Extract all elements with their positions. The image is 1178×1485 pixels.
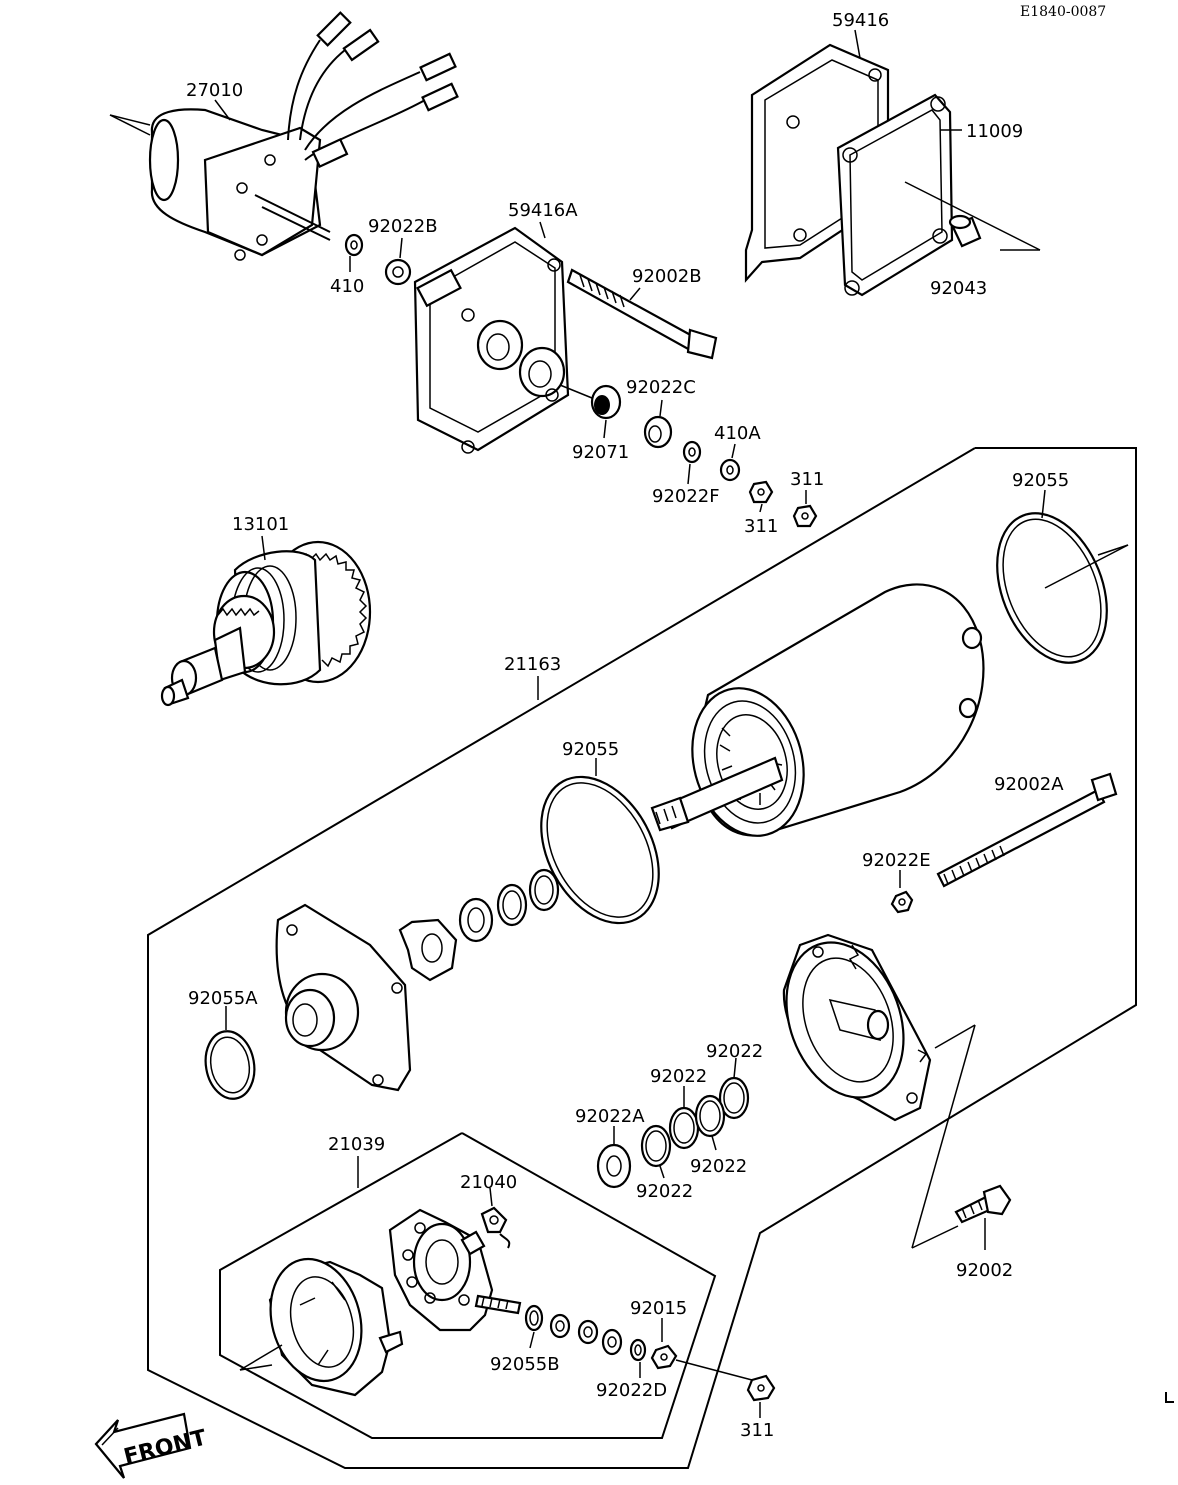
label-92055-a: 92055 bbox=[1012, 470, 1069, 491]
o-ring-92055-a bbox=[996, 512, 1108, 664]
bolt-92002A bbox=[936, 772, 1118, 888]
label-92043: 92043 bbox=[930, 278, 987, 299]
label-92022D: 92022D bbox=[596, 1380, 667, 1401]
label-311-a: 311 bbox=[744, 516, 778, 537]
brush-plate bbox=[398, 918, 458, 982]
label-92022E: 92022E bbox=[862, 850, 931, 871]
label-92055A: 92055A bbox=[188, 988, 258, 1009]
label-311-c: 311 bbox=[740, 1420, 774, 1441]
shim-3 bbox=[458, 897, 494, 943]
label-27010: 27010 bbox=[186, 80, 243, 101]
label-92055B: 92055B bbox=[490, 1354, 560, 1375]
grommet-92071 bbox=[590, 384, 622, 420]
label-21040: 21040 bbox=[460, 1172, 517, 1193]
assembly-outline-21163 bbox=[147, 447, 1137, 1469]
label-92055-b: 92055 bbox=[562, 739, 619, 760]
starter-relay-27010 bbox=[109, 11, 459, 261]
label-92022-2: 92022 bbox=[650, 1066, 707, 1087]
front-arrow: FRONT bbox=[94, 1412, 209, 1479]
nut-92015 bbox=[650, 1344, 678, 1370]
assembly-outline-21039 bbox=[219, 1132, 717, 1439]
end-cover-front bbox=[275, 903, 412, 1092]
label-92002: 92002 bbox=[956, 1260, 1013, 1281]
bolt-92002 bbox=[954, 1184, 1012, 1224]
label-92002A: 92002A bbox=[994, 774, 1064, 795]
label-92022B: 92022B bbox=[368, 216, 438, 237]
drawing-code: E1840-0087 bbox=[1020, 4, 1106, 20]
label-11009: 11009 bbox=[966, 121, 1023, 142]
washer-92022D bbox=[629, 1338, 647, 1362]
o-ring-92055-b bbox=[540, 775, 660, 925]
washer-small-2 bbox=[577, 1319, 599, 1345]
nut-311-b bbox=[792, 504, 818, 528]
label-92022A: 92022A bbox=[575, 1106, 645, 1127]
label-59416: 59416 bbox=[832, 10, 889, 31]
gasket-11009 bbox=[836, 93, 954, 297]
label-92022-1: 92022 bbox=[706, 1041, 763, 1062]
label-311-b: 311 bbox=[790, 469, 824, 490]
washer-92022B bbox=[384, 258, 412, 286]
nut-311-c bbox=[746, 1374, 776, 1402]
washer-small-1 bbox=[549, 1313, 571, 1339]
corner-mark bbox=[1165, 1392, 1174, 1403]
bolt-92002B bbox=[566, 268, 718, 360]
washer-92022F bbox=[682, 440, 702, 464]
o-ring-92055B bbox=[524, 1304, 544, 1332]
label-410A: 410A bbox=[714, 423, 761, 444]
nut-311-a bbox=[748, 480, 774, 504]
cover-59416A bbox=[413, 226, 570, 454]
cap-92043 bbox=[948, 214, 982, 248]
label-92022-3: 92022 bbox=[690, 1156, 747, 1177]
label-92071: 92071 bbox=[572, 442, 629, 463]
brush-housing bbox=[268, 1257, 404, 1397]
label-13101: 13101 bbox=[232, 514, 289, 535]
label-21163: 21163 bbox=[504, 654, 561, 675]
end-cover-rear bbox=[782, 933, 932, 1122]
brush-holder-21039 bbox=[388, 1208, 522, 1332]
motor-yoke-21163 bbox=[650, 583, 985, 837]
collar-92022C bbox=[643, 415, 673, 449]
label-92022C: 92022C bbox=[626, 377, 696, 398]
starter-clutch-13101 bbox=[160, 540, 372, 707]
label-410: 410 bbox=[330, 276, 364, 297]
label-92022F: 92022F bbox=[652, 486, 720, 507]
o-ring-92055A bbox=[204, 1030, 256, 1100]
washer-92022A bbox=[596, 1143, 632, 1189]
label-92015: 92015 bbox=[630, 1298, 687, 1319]
label-59416A: 59416A bbox=[508, 200, 578, 221]
brush-spring-21040 bbox=[480, 1206, 511, 1249]
washer-410A bbox=[719, 458, 741, 482]
label-92002B: 92002B bbox=[632, 266, 702, 287]
washer-410 bbox=[344, 233, 364, 257]
washer-small-3 bbox=[601, 1328, 623, 1356]
label-92022-4: 92022 bbox=[636, 1181, 693, 1202]
nut-92022E bbox=[890, 890, 914, 914]
label-21039: 21039 bbox=[328, 1134, 385, 1155]
